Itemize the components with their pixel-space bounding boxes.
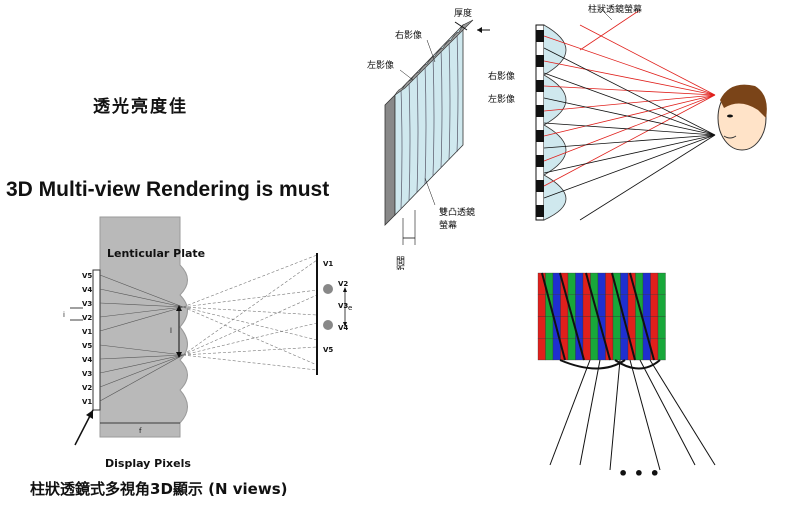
subpixel-cell xyxy=(552,272,561,295)
subpixel-cell xyxy=(657,294,666,317)
viewer-title: 柱狀透鏡螢幕 xyxy=(588,3,642,15)
subpixel-cell xyxy=(545,316,554,339)
pixel-label: V3 xyxy=(82,370,92,378)
subpixel-cell xyxy=(620,338,629,361)
subpixel-cell xyxy=(575,294,584,317)
viewer-left-image-label: 左影像 xyxy=(488,93,515,105)
pitch-label: 間距 xyxy=(394,256,405,270)
subpixel-cell xyxy=(537,316,546,339)
subpixel-cell xyxy=(642,272,651,295)
left-eye-rays xyxy=(543,47,716,221)
subpixel-cell xyxy=(605,316,614,339)
biconvex-label-2: 螢幕 xyxy=(439,219,457,231)
subpixel-cell xyxy=(650,272,659,295)
screen-label: V1 xyxy=(323,260,333,268)
subpixel-cell xyxy=(590,338,599,361)
lenticular-sheet-diagram: 厚度 右影像 左影像 雙凸透鏡 螢幕 間距 xyxy=(367,7,490,270)
screen-label: V2 xyxy=(338,280,348,288)
pixel-label: V1 xyxy=(82,328,92,336)
lens-ridges xyxy=(400,31,459,210)
subpixel-cell xyxy=(537,294,546,317)
viewer-ray-diagram: 柱狀透鏡螢幕 右影像 左影像 xyxy=(488,3,767,221)
subpixel-cell xyxy=(650,316,659,339)
subpixel-cell xyxy=(590,316,599,339)
pixel-label: V3 xyxy=(82,300,92,308)
subpixel-cell xyxy=(567,338,576,361)
subpixel-cell xyxy=(560,316,569,339)
rendering-heading: 3D Multi-view Rendering is must xyxy=(6,178,330,201)
small-e: e xyxy=(348,304,352,312)
subpixel-cell xyxy=(552,294,561,317)
more-views-dots: • • • xyxy=(618,464,660,483)
eye-upper xyxy=(323,284,333,294)
subpixel-cell xyxy=(642,294,651,317)
display-pixels-label: Display Pixels xyxy=(105,457,191,470)
lenticular-plate xyxy=(99,216,188,438)
screen-label: V5 xyxy=(323,346,333,354)
pixel-column xyxy=(92,269,101,411)
pixel-label: V1 xyxy=(82,398,92,406)
subpixel-cell xyxy=(575,272,584,295)
pixel-label: V4 xyxy=(82,286,92,294)
panel-right-image-label: 右影像 xyxy=(395,29,422,41)
small-f: f xyxy=(139,427,142,435)
subpixel-cell xyxy=(537,338,546,361)
plate-label: Lenticular Plate xyxy=(107,247,205,260)
view-rays xyxy=(182,254,318,371)
subpixel-cell xyxy=(635,272,644,295)
subpixel-cell xyxy=(620,272,629,295)
subpixel-cell xyxy=(657,338,666,361)
pixel-label: V5 xyxy=(82,272,92,280)
small-l: l xyxy=(170,327,172,335)
panel-left-image-label: 左影像 xyxy=(367,59,394,71)
subpixel-cell xyxy=(605,294,614,317)
viewer-face xyxy=(717,84,767,151)
subpixel-cell xyxy=(567,272,576,295)
pixel-rays xyxy=(99,274,184,402)
rgb-subpixel-grid xyxy=(537,272,666,361)
subpixel-cell xyxy=(657,272,666,295)
eye-lower xyxy=(323,320,333,330)
subpixel-cell xyxy=(597,294,606,317)
pixel-label: V4 xyxy=(82,356,92,364)
pixel-label: V2 xyxy=(82,384,92,392)
output-rays xyxy=(549,359,716,471)
biconvex-label-1: 雙凸透鏡 xyxy=(439,206,475,218)
viewer-right-image-label: 右影像 xyxy=(488,70,515,82)
subpixel-cell xyxy=(545,338,554,361)
bottom-caption: 柱狀透鏡式多視角3D顯示 (N views) xyxy=(30,480,288,498)
pixel-label: V2 xyxy=(82,314,92,322)
subpixel-cell xyxy=(650,294,659,317)
pixel-label: V5 xyxy=(82,342,92,350)
subpixel-cell xyxy=(635,338,644,361)
screen-label: V4 xyxy=(338,324,348,332)
right-eye-rays xyxy=(543,9,716,187)
thickness-label: 厚度 xyxy=(454,7,472,19)
lens-column xyxy=(543,24,567,221)
subpixel-lens-diagram: • • • xyxy=(537,272,716,483)
subpixel-cell xyxy=(627,294,636,317)
subpixel-cell xyxy=(612,316,621,339)
subpixel-cell xyxy=(582,316,591,339)
screen-label: V3 xyxy=(338,302,348,310)
lenticular-optics-diagram: Lenticular Plate V5 V4 V3 V2 V1 V5 V4 V3… xyxy=(63,216,352,470)
small-i: i xyxy=(63,311,65,319)
subpixel-cell xyxy=(597,272,606,295)
subpixel-cell xyxy=(612,338,621,361)
pixel-strip xyxy=(535,24,545,221)
subpixel-cell xyxy=(657,316,666,339)
brightness-heading: 透光亮度佳 xyxy=(93,97,188,117)
subpixel-cell xyxy=(582,294,591,317)
